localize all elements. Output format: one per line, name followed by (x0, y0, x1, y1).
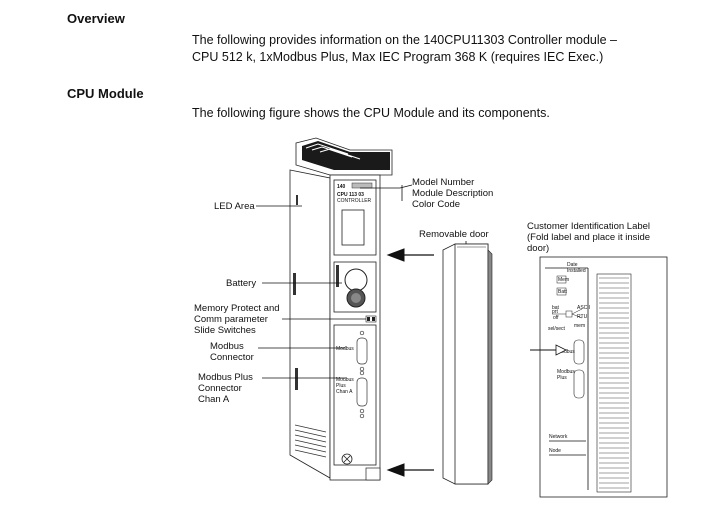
card-mem2: mem (574, 323, 585, 329)
card-off: off (553, 315, 559, 321)
card-modbus: Modbus (557, 349, 575, 355)
card-modbus-plus-1: Modbus (557, 369, 575, 375)
card-mem: Mem (558, 277, 569, 283)
card-network: Network (549, 434, 568, 440)
module-kind-text: CONTROLLER (337, 198, 372, 204)
module-description-label: Module Description (412, 188, 493, 199)
customer-id-label-2: (Fold label and place it inside (527, 232, 650, 243)
card-bat: bat (552, 305, 560, 311)
arrows (386, 248, 434, 477)
card-modbus-plus-2: Plus (557, 375, 567, 381)
memory-protect-label-1: Memory Protect and (194, 303, 280, 314)
removable-door-illustration (442, 243, 493, 485)
card-rtu: RTU (577, 314, 588, 320)
card-ascii: ASCII (577, 305, 590, 311)
overview-line-1: The following provides information on th… (192, 33, 618, 47)
cpu-module-illustration: 140 CPU 113 03 CONTROLLER Modbus Modbus … (289, 137, 393, 481)
card-node: Node (549, 448, 561, 454)
customer-id-card: Date Installed Mem Batt bat prt off ASCI… (530, 256, 668, 498)
module-modbus-text: Modbus (336, 346, 354, 352)
card-sel: sel/sect (548, 326, 566, 332)
card-batt: Batt (558, 289, 568, 295)
cpu-module-heading: CPU Module (67, 86, 144, 101)
overview-line-2: CPU 512 k, 1xModbus Plus, Max IEC Progra… (192, 50, 604, 64)
card-date-2: Installed (567, 268, 586, 274)
customer-id-label-1: Customer Identification Label (527, 221, 650, 232)
color-code-label: Color Code (412, 199, 460, 210)
modbus-connector-label-1: Modbus (210, 341, 244, 352)
left-callouts: LED Area Battery Memory Protect and Comm… (194, 201, 366, 405)
model-callouts: Model Number Module Description Color Co… (360, 177, 650, 254)
overview-heading: Overview (67, 11, 125, 26)
module-part-text: 140 (337, 184, 346, 190)
modbus-connector-label-2: Connector (210, 352, 254, 363)
cpu-module-intro: The following figure shows the CPU Modul… (192, 106, 550, 120)
model-number-label: Model Number (412, 177, 474, 188)
modbus-plus-label-2: Connector (198, 383, 242, 394)
module-mbp-text-2: Plus (336, 383, 346, 389)
card-date-1: Date (567, 262, 578, 268)
battery-label: Battery (226, 278, 256, 289)
memory-protect-label-3: Slide Switches (194, 325, 256, 336)
led-area-label: LED Area (214, 201, 255, 212)
modbus-plus-label-3: Chan A (198, 394, 230, 405)
modbus-plus-label-1: Modbus Plus (198, 372, 253, 383)
card-prt: prt (552, 309, 558, 315)
module-model-text: CPU 113 03 (337, 192, 364, 198)
memory-protect-label-2: Comm parameter (194, 314, 268, 325)
module-mbp-text-3: Chan A (336, 389, 353, 395)
removable-door-label: Removable door (419, 229, 489, 240)
customer-id-label-3: door) (527, 243, 549, 254)
module-mbp-text-1: Modbus (336, 377, 354, 383)
overview-text: The following provides information on th… (192, 32, 617, 66)
